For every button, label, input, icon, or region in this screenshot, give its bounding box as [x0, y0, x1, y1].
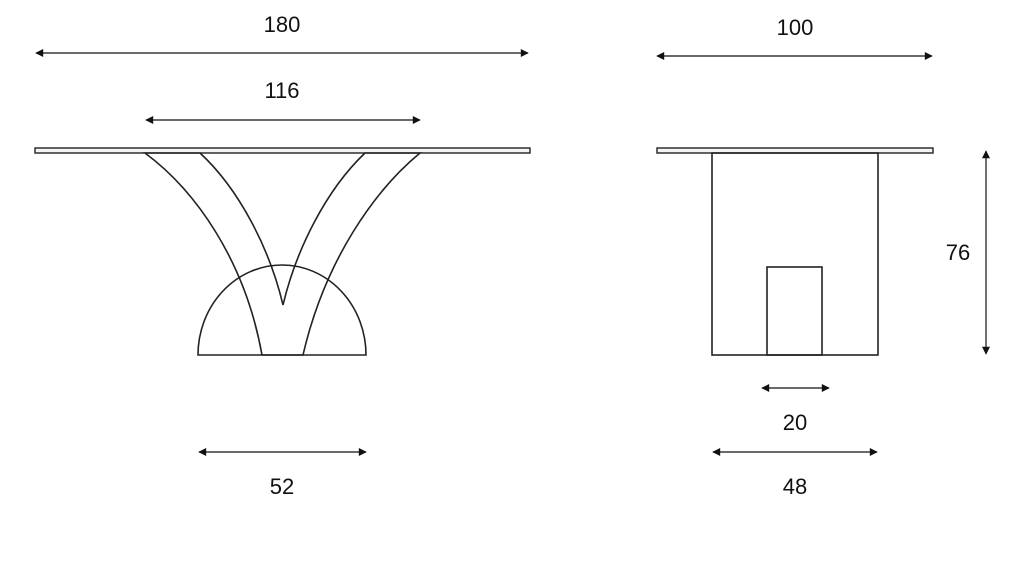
- side-view: 100 76 20 48: [656, 15, 990, 499]
- front-v-leg: [142, 152, 423, 356]
- front-base-semicircle: [197, 264, 367, 356]
- dim-label-side-height: 76: [946, 240, 970, 265]
- front-tabletop: [34, 147, 531, 154]
- dim-label-side-depth: 100: [777, 15, 814, 40]
- side-support-inner: [766, 266, 823, 356]
- side-support-outer: [711, 152, 879, 356]
- dim-label-front-base-width: 52: [270, 474, 294, 499]
- dim-label-front-length: 180: [264, 12, 301, 37]
- front-view: 180 116 52: [34, 12, 531, 499]
- dim-label-side-base-width: 48: [783, 474, 807, 499]
- dim-label-front-leg-span: 116: [264, 78, 299, 103]
- dim-label-side-inner-width: 20: [783, 410, 807, 435]
